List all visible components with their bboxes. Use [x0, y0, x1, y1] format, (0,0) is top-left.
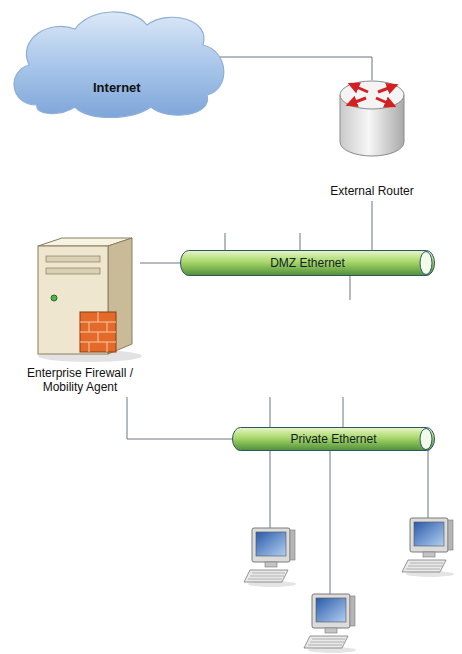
pipe-end: [420, 429, 432, 450]
cloud-outline: [14, 12, 224, 118]
pipe-end: [420, 252, 432, 275]
cloud-shape: [5, 5, 227, 117]
pipe-body: [181, 251, 435, 276]
server-icon: [38, 238, 142, 362]
node-label: Internet: [93, 81, 227, 95]
workstation: [304, 594, 356, 653]
node-label: Enterprise Firewall / Mobility Agent: [20, 366, 140, 394]
firewall-server: Enterprise Firewall / Mobility Agent: [20, 232, 140, 397]
ethernet-segment: Private Ethernet: [232, 427, 435, 451]
node-label: External Router: [322, 184, 422, 198]
node-label: Private Ethernet: [232, 427, 435, 451]
network-link: [372, 201, 373, 250]
network-link: [127, 397, 232, 439]
cloud-node: Internet: [5, 5, 227, 117]
node-label: DMZ Ethernet: [180, 250, 435, 276]
ethernet-segment: DMZ Ethernet: [180, 250, 435, 276]
network-link: [140, 263, 180, 264]
router-node: External Router: [322, 80, 422, 201]
workstation: [402, 518, 454, 577]
pipe-body: [233, 428, 435, 451]
router-icon: [340, 81, 404, 156]
network-link: [219, 57, 372, 80]
workstation: [244, 528, 296, 587]
router-shape: [322, 80, 422, 201]
